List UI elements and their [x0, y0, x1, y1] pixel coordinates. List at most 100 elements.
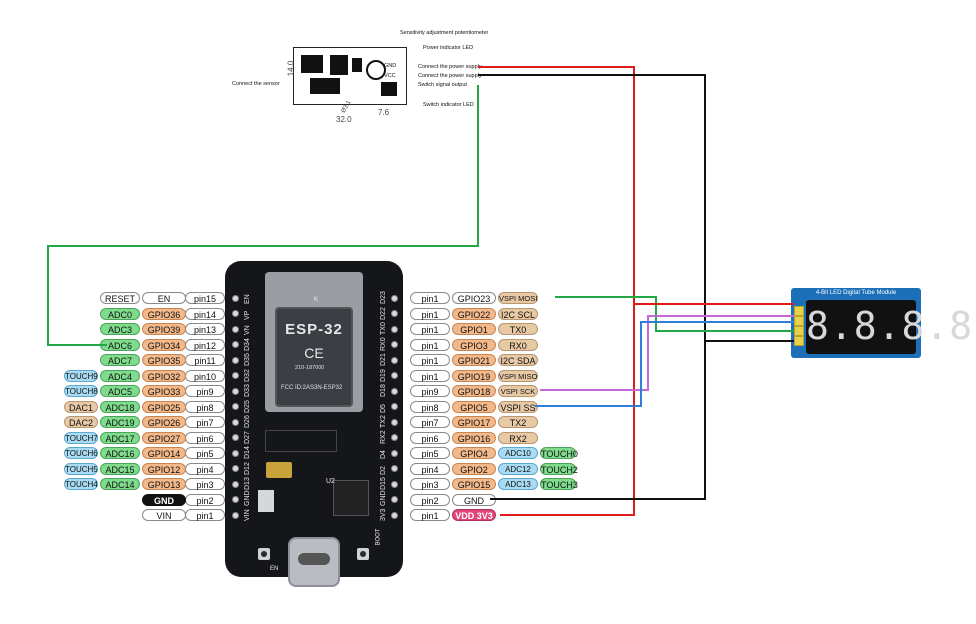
- sensor-component: [330, 55, 348, 75]
- function-label: ADC0: [100, 307, 140, 320]
- wire-ss-blue: [535, 321, 794, 407]
- header-pin-hole: [232, 294, 239, 302]
- pin-number-label: pin6: [185, 431, 225, 444]
- usb-c-port[interactable]: [288, 537, 340, 587]
- function-label: I2C SCL: [498, 307, 538, 320]
- function-label: RX2: [498, 431, 538, 444]
- pin-number-label: pin1: [410, 369, 450, 382]
- component-block: [265, 430, 337, 452]
- function-label: TOUCH8: [64, 385, 98, 397]
- pin-number-label: pin6: [410, 431, 450, 444]
- chip-number: 210-187000: [295, 365, 325, 371]
- gpio-label: GPIO22: [452, 307, 496, 320]
- display-header-pin: [794, 326, 804, 336]
- sensor-component: [381, 82, 397, 96]
- function-label: TOUCH4: [64, 478, 98, 490]
- pin-number-label: pin1: [410, 338, 450, 351]
- function-label: ADC4: [100, 369, 140, 382]
- boot-button[interactable]: [357, 548, 369, 560]
- function-label: ADC14: [100, 478, 140, 490]
- function-label: VSPI MOSI: [498, 292, 538, 304]
- label-vcc-1: Connect the power supply: [418, 64, 482, 70]
- chip-title: ESP-32: [285, 321, 343, 338]
- header-pin-hole: [391, 434, 398, 441]
- header-pin-hole: [391, 465, 398, 472]
- function-label: TOUCH6: [64, 447, 98, 459]
- wire-sck-purple: [540, 315, 794, 391]
- pin-number-label: pin1: [410, 307, 450, 320]
- label-sensor: Connect the sensor: [232, 81, 280, 87]
- pin-number-label: pin1: [410, 509, 450, 521]
- pin-number-label: pin1: [410, 292, 450, 304]
- pin-number-label: pin5: [410, 447, 450, 459]
- header-pin-hole: [391, 356, 398, 364]
- component-block: [258, 490, 274, 512]
- gpio-label: GPIO18: [452, 385, 496, 397]
- function-label: ADC18: [100, 400, 140, 413]
- ce-mark: CE: [304, 345, 324, 361]
- header-pin-hole: [232, 465, 239, 472]
- function-label: TOUCH2: [540, 462, 578, 475]
- gpio-label: GPIO35: [142, 354, 186, 366]
- header-pin-hole: [391, 372, 398, 379]
- pin-number-label: pin8: [410, 400, 450, 413]
- function-label: TOUCH0: [540, 447, 578, 459]
- gpio-label: GPIO17: [452, 416, 496, 428]
- sensor-component: [352, 58, 362, 72]
- header-pin-hole: [391, 341, 398, 348]
- display-header-pin: [794, 316, 804, 326]
- gpio-label: GPIO26: [142, 416, 186, 428]
- function-label: ADC10: [498, 447, 538, 459]
- gpio-label: GPIO5: [452, 400, 496, 413]
- display-header-pin: [794, 336, 804, 346]
- function-label: TOUCH5: [64, 462, 98, 475]
- header-pin-hole: [391, 480, 398, 488]
- gpio-label: GPIO1: [452, 323, 496, 335]
- pin-number-label: pin9: [410, 385, 450, 397]
- gpio-label: VIN: [142, 509, 186, 521]
- function-label: TOUCH3: [540, 478, 578, 490]
- antenna-k-label: K: [314, 297, 319, 303]
- gpio-label: GPIO4: [452, 447, 496, 459]
- gpio-label: GPIO13: [142, 478, 186, 490]
- label-potentiometer: Sensitivity adjustment potentiometer: [400, 30, 489, 36]
- function-label: RESET: [100, 292, 140, 304]
- wire-vcc-red: [478, 66, 635, 516]
- gpio-label: GPIO3: [452, 338, 496, 351]
- function-label: ADC15: [100, 462, 140, 475]
- header-pin-hole: [391, 449, 398, 457]
- pin-number-label: pin7: [410, 416, 450, 428]
- function-label: VSPI MISO: [498, 369, 538, 382]
- pin-number-label: pin13: [185, 323, 225, 335]
- header-pin-hole: [232, 434, 239, 441]
- gpio-label: GPIO25: [142, 400, 186, 413]
- header-pin-hole: [391, 418, 398, 426]
- gpio-label: GPIO19: [452, 369, 496, 382]
- label-power-led: Power indicator LED: [423, 45, 474, 51]
- gpio-label: GPIO23: [452, 292, 496, 304]
- label-switch-led: Switch indicator LED: [423, 102, 474, 108]
- header-pin-hole: [391, 310, 398, 317]
- header-pin-hole: [232, 341, 239, 348]
- gpio-label: GPIO16: [452, 431, 496, 444]
- label-signal: Switch signal output: [418, 82, 467, 88]
- crystal: [266, 462, 292, 478]
- gpio-label: GPIO2: [452, 462, 496, 475]
- sensor-pin-label: OUT: [384, 84, 396, 90]
- header-pin-hole: [232, 403, 239, 410]
- header-pin-hole: [232, 511, 239, 519]
- potentiometer-icon: [366, 60, 386, 80]
- header-pin-hole: [232, 372, 239, 379]
- pin-number-label: pin8: [185, 400, 225, 413]
- function-label: ADC7: [100, 354, 140, 366]
- function-label: ADC16: [100, 447, 140, 459]
- gpio-label: GPIO27: [142, 431, 186, 444]
- function-label: ADC17: [100, 431, 140, 444]
- gpio-label: VDD 3V3: [452, 509, 496, 521]
- header-pin-hole: [232, 325, 239, 333]
- en-button[interactable]: [258, 548, 270, 560]
- gpio-label: GPIO14: [142, 447, 186, 459]
- function-label: ADC19: [100, 416, 140, 428]
